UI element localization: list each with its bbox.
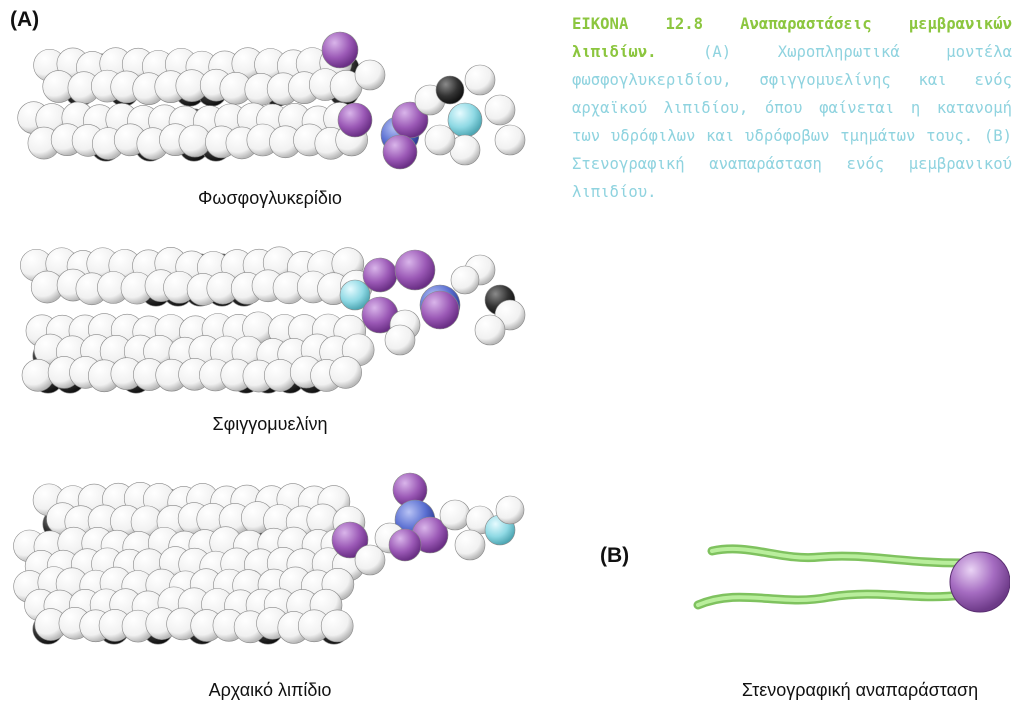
oxygen-atom <box>362 257 398 293</box>
lipid-tail-upper-highlight <box>710 546 964 565</box>
lipid-tail-lower-highlight <box>696 592 964 607</box>
nitrogen-atom <box>339 279 371 311</box>
archaeal-lipid-space-filling-model <box>13 472 525 645</box>
archaeal-lipid-caption: Αρχαικό λιπίδιο <box>208 680 332 700</box>
hydrogen-atom <box>454 529 486 561</box>
sphingomyelin-caption: Σφιγγομυελίνη <box>212 414 328 434</box>
oxygen-atom <box>394 249 436 291</box>
nitrogen-atom <box>447 102 483 138</box>
shorthand-caption: Στενογραφική αναπαράσταση <box>741 680 979 700</box>
carbon-atom <box>435 75 465 105</box>
hydrogen-atom <box>484 94 516 126</box>
hydrogen-atom <box>354 59 386 91</box>
hydrogen-atom <box>424 124 456 156</box>
hydrogen-atom <box>464 64 496 96</box>
hydrogen-atom <box>494 124 526 156</box>
hydrogen-atom <box>495 495 525 525</box>
sphingomyelin-space-filling-model <box>20 246 526 394</box>
archaeal-lipid-model <box>10 470 530 670</box>
panel-a-label: (A) <box>10 8 40 31</box>
hydrogen-atom <box>320 609 354 643</box>
figure-caption-title: ΕΙΚΟΝΑ 12.8 Αναπαραστάσεις μεμβρανικών λ… <box>572 15 1012 61</box>
phosphoglyceride-model <box>10 30 530 180</box>
panel-b-label: (B) <box>600 544 630 567</box>
hydrogen-atom <box>439 499 471 531</box>
hydrogen-atom <box>384 324 416 356</box>
sphingomyelin-model <box>10 240 530 410</box>
oxygen-atom <box>321 31 359 69</box>
lipid-polar-head <box>949 551 1010 613</box>
figure-caption: ΕΙΚΟΝΑ 12.8 Αναπαραστάσεις μεμβρανικών λ… <box>572 10 1012 206</box>
shorthand-lipid <box>690 535 1010 625</box>
oxygen-atom <box>420 290 460 330</box>
shorthand-lipid-drawing <box>693 544 1010 613</box>
phosphoglyceride-space-filling-model <box>17 31 526 170</box>
oxygen-atom <box>388 528 422 562</box>
figure-caption-body: (A) Χωροπληρωτικά μοντέλα φωσφογλυκεριδί… <box>572 43 1012 201</box>
phosphoglyceride-caption: Φωσφογλυκερίδιο <box>198 188 342 208</box>
oxygen-atom <box>337 102 373 138</box>
oxygen-atom <box>331 521 369 559</box>
hydrogen-atom <box>329 356 362 389</box>
hydrogen-atom <box>354 544 386 576</box>
oxygen-atom <box>382 134 418 170</box>
hydrogen-atom <box>450 265 480 295</box>
hydrogen-atom <box>474 314 506 346</box>
